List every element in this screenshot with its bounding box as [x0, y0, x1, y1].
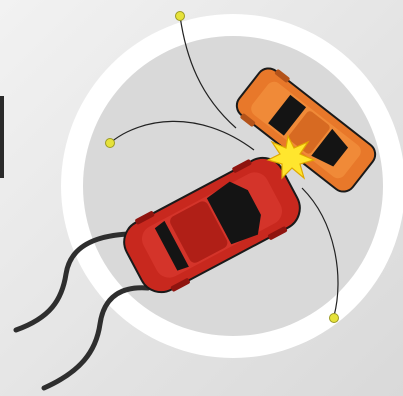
marker-dot — [330, 314, 339, 323]
marker-dot — [176, 12, 185, 21]
marker-dot — [106, 139, 115, 148]
